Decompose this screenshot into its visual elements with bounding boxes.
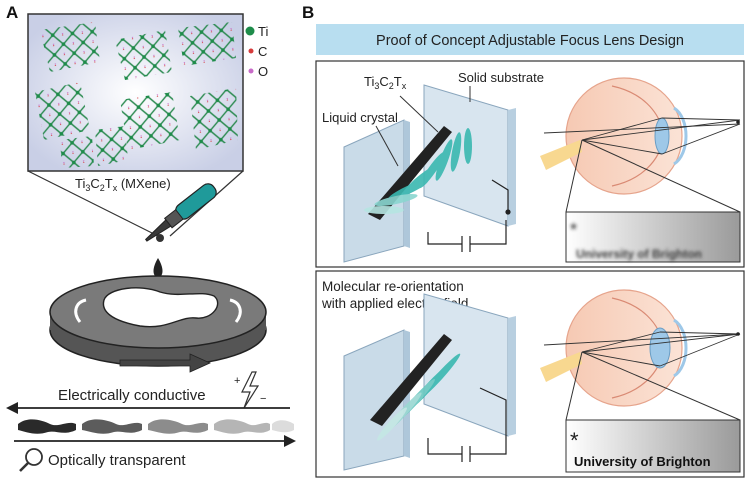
bottom-lc-molecules: [377, 353, 461, 441]
transparent-arrow: [14, 435, 296, 447]
bottom-back-plate: [423, 293, 516, 437]
spin-coater-disc: [49, 275, 267, 373]
bottom-sharp-view: * University of Brighton: [565, 419, 741, 473]
svg-text:−: −: [260, 393, 266, 405]
bottom-circuit: [427, 387, 507, 462]
mxene-structure-box: [27, 13, 244, 172]
legend-c-dot: [248, 48, 254, 54]
top-ti3c2tx-label: Ti3C2Tx: [364, 74, 407, 91]
top-eye-diagram: [540, 77, 741, 213]
top-front-plate: [343, 119, 410, 263]
top-blurry-view: * University of Brighton: [565, 211, 741, 263]
bottom-eye-diagram: [540, 289, 741, 421]
legend-ti-dot: [245, 26, 255, 36]
lightning-icon: + −: [234, 371, 266, 409]
panel-b-letter: B: [302, 3, 314, 22]
top-circuit: [427, 179, 511, 252]
legend-o-dot: [248, 68, 254, 74]
substrate-label: Solid substrate: [458, 70, 544, 85]
svg-text:+: +: [234, 375, 240, 387]
top-mxene-film: [368, 126, 452, 220]
bottom-asterisk-icon: *: [570, 428, 579, 453]
atom-legend: Ti C O: [245, 24, 268, 79]
bottom-front-plate: [343, 329, 410, 471]
conductive-label: Electrically conductive: [58, 387, 206, 404]
top-lc-molecules: [364, 128, 472, 214]
legend-c-label: C: [258, 44, 267, 59]
mxene-formula-label: Ti3C2Tx (MXene): [75, 176, 171, 193]
legend-o-label: O: [258, 64, 268, 79]
rotation-arrow-icon: [119, 353, 211, 373]
transparent-label: Optically transparent: [48, 452, 186, 469]
lc-label: Liquid crystal: [322, 110, 398, 125]
magnifier-icon: [19, 448, 43, 472]
dropper-icon: [145, 183, 217, 242]
banner-title: Proof of Concept Adjustable Focus Lens D…: [376, 33, 684, 49]
film-swatches: [18, 419, 294, 434]
bottom-sharp-text: University of Brighton: [574, 454, 711, 469]
drop-icon: [153, 258, 163, 278]
bottom-mxene-film: [370, 334, 452, 426]
legend-ti-label: Ti: [258, 24, 268, 39]
reorientation-line1: Molecular re-orientation: [322, 279, 464, 294]
lc-leader: [375, 125, 399, 167]
panel-a-letter: A: [6, 3, 18, 22]
conductive-arrow: [6, 402, 290, 414]
top-blurry-text: University of Brighton: [576, 247, 702, 261]
mxene-flakes: [35, 22, 238, 168]
banner: [316, 24, 744, 55]
top-asterisk-icon: *: [570, 220, 577, 240]
top-ti3c2tx-leader: [399, 95, 439, 133]
